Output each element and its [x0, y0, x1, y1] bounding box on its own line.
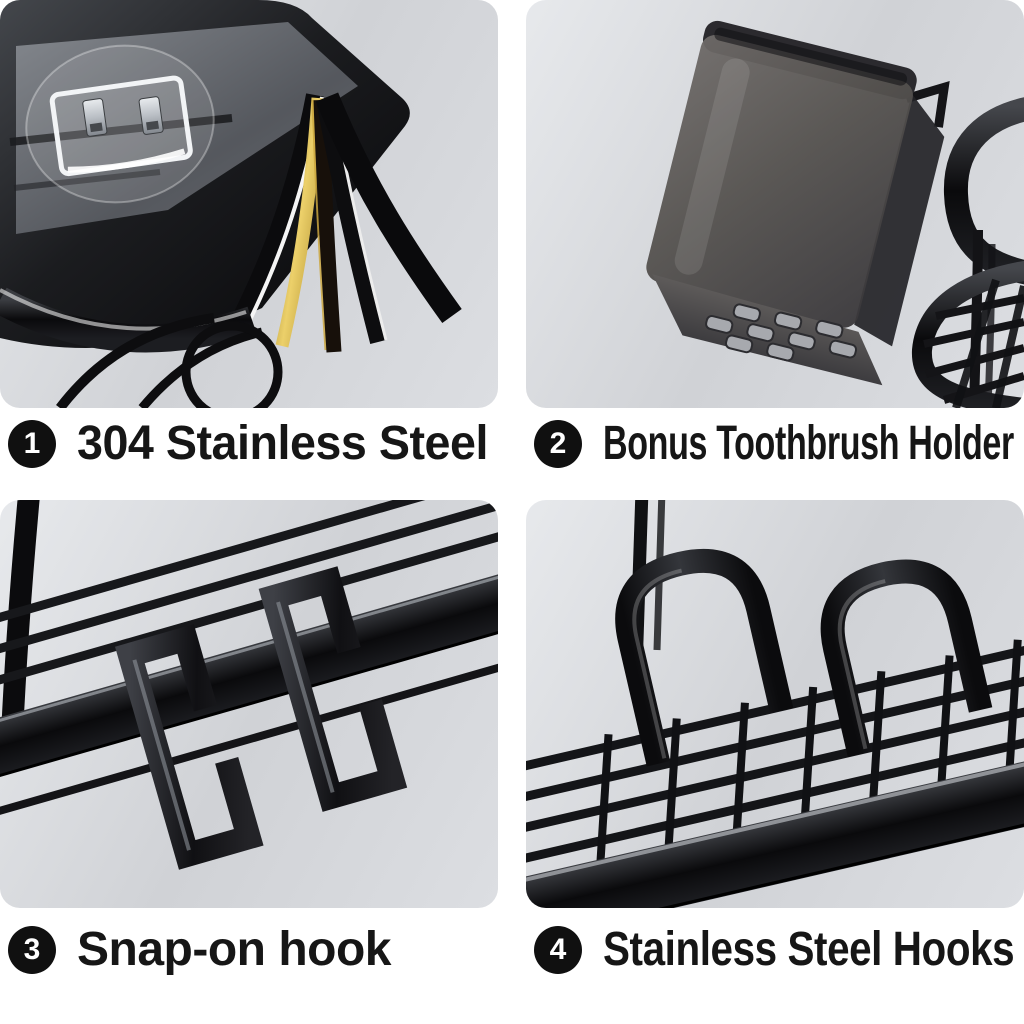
feature-3-number-badge: 3 — [8, 926, 56, 974]
feature-2-label: Bonus Toothbrush Holder — [603, 417, 1014, 470]
steel-layers-illustration — [0, 0, 462, 408]
feature-3: 3 Snap-on hook — [0, 500, 498, 1024]
feature-4-number-badge: 4 — [534, 926, 582, 974]
feature-1-caption: 1 304 Stainless Steel — [0, 408, 498, 500]
steel-hooks-photo — [526, 500, 1024, 908]
snap-on-hook-photo — [0, 500, 498, 908]
feature-2-number-badge: 2 — [534, 420, 582, 468]
snap-on-hook-illustration — [0, 500, 498, 870]
feature-4-caption: 4 Stainless Steel Hooks — [526, 908, 1024, 1024]
feature-4-label: Stainless Steel Hooks — [603, 923, 1015, 976]
toothbrush-holder-illustration — [646, 20, 1024, 408]
feature-1-number-badge: 1 — [8, 420, 56, 468]
feature-4: 4 Stainless Steel Hooks — [526, 500, 1024, 1024]
feature-2-caption: 2 Bonus Toothbrush Holder — [526, 408, 1024, 500]
feature-2: 2 Bonus Toothbrush Holder — [526, 0, 1024, 500]
feature-3-label: Snap-on hook — [77, 923, 391, 976]
steel-layers-photo — [0, 0, 498, 408]
feature-3-caption: 3 Snap-on hook — [0, 908, 498, 1024]
toothbrush-holder-photo — [526, 0, 1024, 408]
steel-hooks-illustration — [526, 500, 1024, 908]
feature-1-label: 304 Stainless Steel — [77, 417, 488, 470]
feature-1: 1 304 Stainless Steel — [0, 0, 498, 500]
